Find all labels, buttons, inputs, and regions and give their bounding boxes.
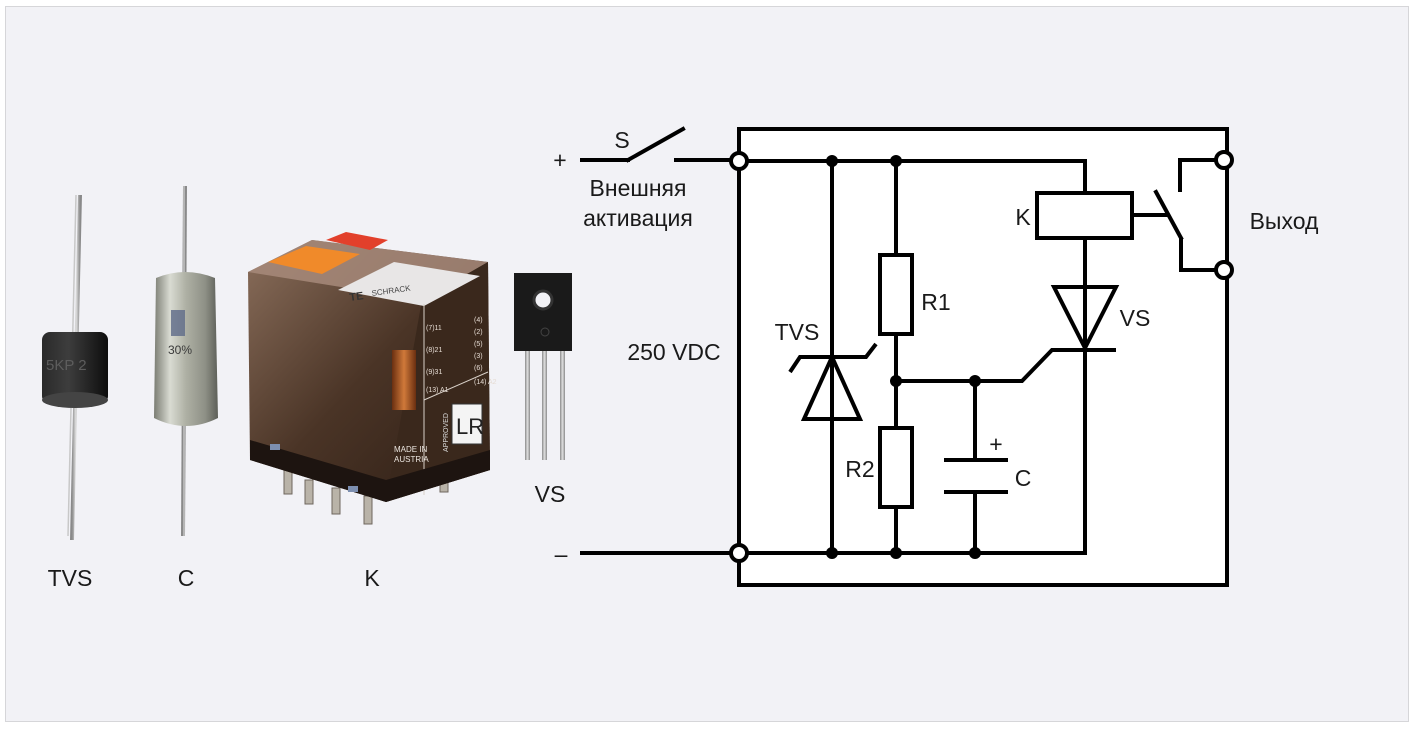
relay-lr-mark: LR <box>456 414 484 439</box>
terminal-input-minus[interactable] <box>729 543 749 563</box>
activation-label-line2: активация <box>583 205 693 231</box>
tvs-label: TVS <box>775 319 820 345</box>
r2-label: R2 <box>845 456 874 482</box>
thyristor-lead-2 <box>542 350 547 460</box>
thyristor-mount-hole <box>532 289 554 311</box>
tvs-body <box>42 332 108 404</box>
tvs-diode-photo: 5KP 2 <box>42 194 108 541</box>
relay-test-button <box>268 246 360 274</box>
junction-dot <box>969 547 981 559</box>
switch-label: S <box>614 127 629 153</box>
capacitor-body <box>154 272 218 426</box>
relay-coil <box>392 350 416 410</box>
resistor-r2 <box>878 426 914 509</box>
caption-thyristor: VS <box>535 481 566 507</box>
switch-s-blade[interactable] <box>625 126 686 163</box>
junction-dot <box>826 547 838 559</box>
terminals <box>729 150 1234 563</box>
relay-red-tab <box>326 232 388 250</box>
caption-capacitor: C <box>178 565 195 591</box>
activation-label-line1: Внешняя <box>590 175 687 201</box>
svg-text:(5): (5) <box>474 341 483 348</box>
svg-text:(9)31: (9)31 <box>426 369 442 376</box>
thyristor-logo <box>540 327 550 337</box>
junction-dot <box>826 155 838 167</box>
svg-text:(3): (3) <box>474 353 483 360</box>
tvs-body-bottom <box>42 392 108 408</box>
thyristor-lead-3 <box>560 350 565 460</box>
r1-label: R1 <box>921 289 950 315</box>
svg-text:(8)21: (8)21 <box>426 347 442 354</box>
capacitor-label: C <box>1015 465 1032 491</box>
output-upper-wire <box>1178 158 1218 192</box>
junction-dot <box>969 375 981 387</box>
relay-approved-text: APPROVED <box>443 413 450 452</box>
svg-text:(2): (2) <box>474 329 483 336</box>
terminal-output-1[interactable] <box>1214 150 1234 170</box>
junction-dot <box>890 547 902 559</box>
junction-dot <box>890 155 902 167</box>
minus-sign: – <box>555 541 568 567</box>
thyristor-lead-1 <box>525 350 530 460</box>
schematic-labels: + – S Внешняя активация 250 VDC TVS R1 R… <box>553 127 1319 567</box>
capacitor-label-patch <box>171 310 185 336</box>
capacitor-marking: 30% <box>168 343 192 357</box>
svg-text:(6): (6) <box>474 365 483 372</box>
output-label: Выход <box>1250 208 1319 234</box>
relay-coil-k <box>1035 191 1134 240</box>
resistor-r1 <box>878 253 914 336</box>
relay-brand-te: TE <box>349 290 365 304</box>
output-lower-wire <box>1179 238 1218 272</box>
photo-captions: TVS C K VS <box>48 481 566 591</box>
svg-text:(4): (4) <box>474 317 483 324</box>
relay-pin-legend: (7)11 (8)21 (9)31 (13) A1 (4) (2) (5) (3… <box>426 317 497 394</box>
relay-label-strip <box>338 262 480 306</box>
svg-text:(7)11: (7)11 <box>426 325 442 332</box>
circuit-schematic: + – S Внешняя активация 250 VDC TVS R1 R… <box>553 126 1319 587</box>
terminal-output-2[interactable] <box>1214 260 1234 280</box>
relay-label: K <box>1015 204 1031 230</box>
relay-divider <box>423 371 489 401</box>
terminal-input-plus[interactable] <box>729 151 749 171</box>
capacitor-photo: 30% <box>154 185 218 537</box>
junction-dots <box>826 155 981 559</box>
caption-tvs: TVS <box>48 565 93 591</box>
tvs-symbol-bar <box>788 342 878 374</box>
junction-dot <box>890 375 902 387</box>
tvs-symbol-triangle <box>800 352 864 421</box>
capacitor-plus-sign: + <box>989 431 1002 457</box>
relay-clip-2 <box>348 486 358 492</box>
relay-photo: TE SCHRACK (7)11 (8)21 (9)31 (13) A1 (4)… <box>248 232 497 525</box>
thyristor-vs-symbol <box>1050 285 1120 353</box>
thyristor-body <box>514 273 572 351</box>
relay-made-in-2: AUSTRIA <box>394 455 429 464</box>
thyristor-photo <box>514 273 572 460</box>
plus-sign: + <box>553 147 566 173</box>
svg-text:(13) A1: (13) A1 <box>426 387 449 394</box>
relay-lr-badge <box>451 403 483 445</box>
thyristor-label: VS <box>1120 305 1151 331</box>
svg-text:(14) A2: (14) A2 <box>474 379 497 386</box>
relay-clip <box>270 444 280 450</box>
tvs-marking: 5KP 2 <box>46 357 87 374</box>
relay-base <box>250 440 490 502</box>
relay-made-in-1: MADE IN <box>394 445 428 454</box>
relay-contact-blade[interactable] <box>1153 189 1184 241</box>
caption-relay: K <box>364 565 380 591</box>
supply-voltage-label: 250 VDC <box>627 339 720 365</box>
